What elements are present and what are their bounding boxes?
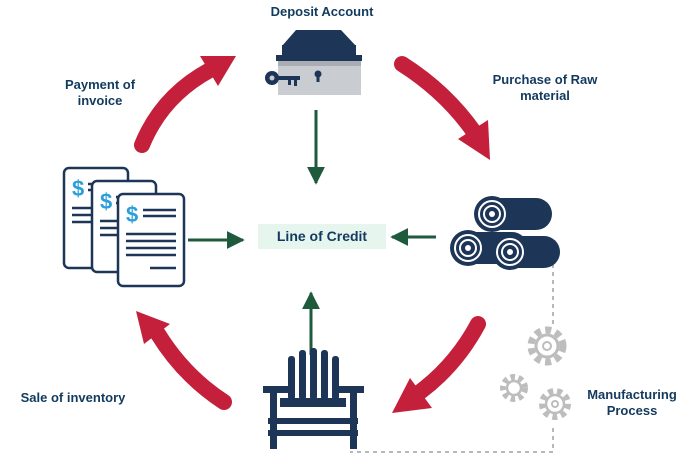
dashed-connector xyxy=(350,256,554,453)
label-purchase-raw-material: Purchase of Raw material xyxy=(492,72,598,103)
label-manufacturing-process: Manufacturing Process xyxy=(587,387,677,418)
adirondack-chair-icon xyxy=(263,348,364,449)
invoice-documents-icon: $ $ $ xyxy=(62,166,186,288)
arrow-bottom-left xyxy=(136,311,232,410)
svg-text:$: $ xyxy=(72,176,84,201)
arrow-top-right xyxy=(394,56,490,160)
line-of-credit-box: Line of Credit xyxy=(258,224,386,249)
label-sale-of-inventory: Sale of inventory xyxy=(20,390,126,405)
svg-text:$: $ xyxy=(100,189,112,214)
arrow-top-left xyxy=(134,56,236,153)
key-icon xyxy=(265,71,300,86)
label-payment-of-invoice: Payment of invoice xyxy=(64,77,136,108)
logs-icon xyxy=(450,196,560,270)
svg-text:$: $ xyxy=(126,202,138,227)
label-deposit-account: Deposit Account xyxy=(270,4,374,19)
arrow-bottom-right xyxy=(392,316,486,413)
deposit-box-icon xyxy=(276,30,362,95)
gears-icon xyxy=(500,326,571,420)
